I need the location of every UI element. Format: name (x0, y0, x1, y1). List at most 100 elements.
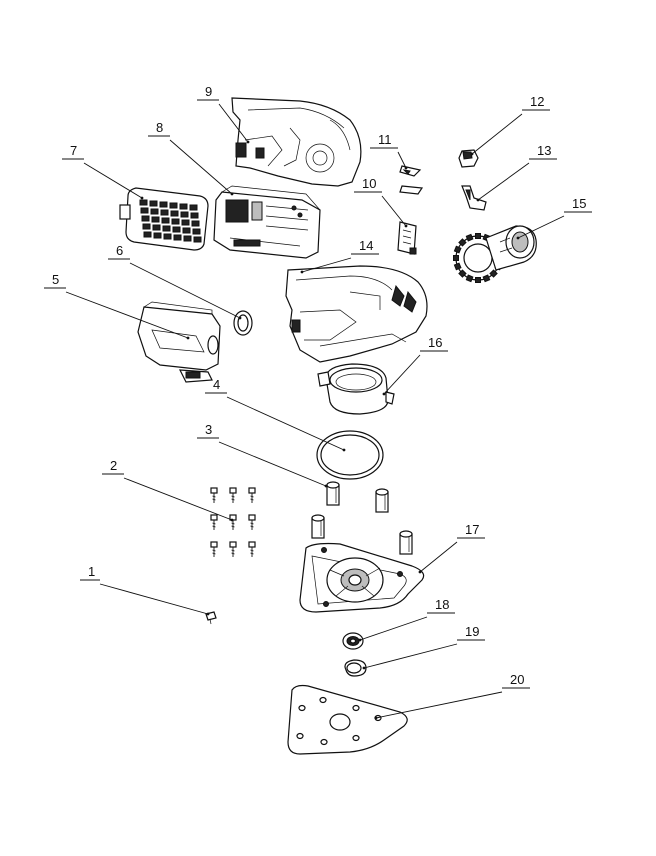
callout-number: 7 (70, 143, 77, 158)
screw (229, 487, 237, 503)
screw (210, 541, 218, 557)
grille-slot (179, 203, 188, 210)
callout-number: 13 (537, 143, 551, 158)
callout-7: 7 (62, 143, 144, 200)
callout-number: 14 (359, 238, 373, 253)
fan-tooth (458, 238, 467, 247)
grille-slot (192, 228, 201, 235)
leader-dot (186, 336, 190, 340)
callout-number: 10 (362, 176, 376, 191)
part-18-bearing (342, 632, 364, 650)
leader-line (477, 162, 530, 201)
screw (248, 487, 256, 503)
callout-10: 10 (354, 176, 408, 228)
part-13-terminal-bracket (461, 185, 487, 211)
grille-slot (180, 211, 189, 218)
grille-slot (149, 200, 158, 207)
leader-line (381, 195, 407, 227)
part-7-filter-grille (119, 187, 209, 251)
part-4-large-o-ring (316, 430, 384, 480)
leader-dot (362, 666, 366, 670)
callout-6: 6 (108, 243, 242, 320)
grille-slot (183, 235, 192, 242)
grille-slot (143, 231, 152, 238)
callout-3: 3 (197, 422, 328, 488)
callout-9: 9 (197, 84, 250, 144)
grille-slot (141, 215, 150, 222)
callout-number: 3 (205, 422, 212, 437)
callout-number: 1 (88, 564, 95, 579)
damper-pin (326, 481, 340, 506)
fan-tooth (458, 269, 467, 278)
callout-15: 15 (516, 196, 592, 240)
leader-line (83, 162, 143, 199)
fan-tooth (489, 269, 498, 278)
part-20-sanding-pad (287, 684, 408, 755)
grille-slot (172, 226, 181, 233)
fan-tooth (475, 277, 481, 283)
grille-slot (169, 202, 178, 209)
leader-line (65, 291, 189, 339)
part-9-housing-half (231, 97, 362, 187)
leader-line (129, 262, 241, 319)
callout-number: 8 (156, 120, 163, 135)
callout-number: 2 (110, 458, 117, 473)
grille-slot (189, 204, 198, 211)
grille-slot (139, 199, 148, 206)
part-6-o-ring (233, 310, 253, 336)
callout-8: 8 (148, 120, 234, 196)
screw (248, 541, 256, 557)
part-15-motor-fan (453, 225, 537, 283)
leader-line (218, 441, 327, 487)
leader-dot (404, 224, 408, 228)
callout-number: 11 (378, 132, 392, 147)
callout-number: 17 (465, 522, 479, 537)
part-3-damper-pins (311, 481, 413, 555)
leader-line (419, 541, 458, 573)
leader-line (363, 643, 458, 669)
part-2-screws (210, 487, 256, 557)
grille-slot (142, 223, 151, 230)
part-19-circlip (344, 659, 367, 677)
leader-line (517, 215, 565, 239)
screw (229, 514, 237, 530)
part-16-bearing-collar (317, 363, 395, 415)
fan-tooth (482, 274, 491, 283)
fan-tooth (465, 274, 474, 283)
leader-dot (358, 638, 362, 642)
grille-slot (191, 220, 200, 227)
leader-dot (342, 448, 346, 452)
leader-dot (300, 270, 304, 274)
grille-slot (152, 224, 161, 231)
callout-11: 11 (370, 132, 408, 170)
callout-number: 18 (435, 597, 449, 612)
leader-dot (382, 392, 386, 396)
leader-line (226, 396, 345, 451)
callout-19: 19 (362, 624, 485, 670)
grille-slot (163, 233, 172, 240)
part-17-base-plate (299, 542, 425, 613)
leader-line (301, 257, 352, 273)
screw (229, 541, 237, 557)
grille-slot (153, 232, 162, 239)
grille-slot (151, 216, 160, 223)
screw (210, 514, 218, 530)
part-11-contacts (399, 165, 424, 195)
grille-slot (159, 201, 168, 208)
leader-dot (324, 484, 328, 488)
fan-tooth (453, 262, 462, 271)
screw (210, 487, 218, 503)
callout-14: 14 (300, 238, 379, 274)
fan-tooth (465, 233, 474, 242)
callout-16: 16 (382, 335, 448, 396)
leader-line (471, 113, 523, 155)
leader-dot (404, 166, 408, 170)
fan-tooth (453, 255, 459, 261)
grille-slot (193, 236, 202, 243)
callout-number: 5 (52, 272, 59, 287)
callout-20: 20 (374, 672, 530, 720)
grille-slot (150, 208, 159, 215)
leader-line (123, 477, 233, 521)
